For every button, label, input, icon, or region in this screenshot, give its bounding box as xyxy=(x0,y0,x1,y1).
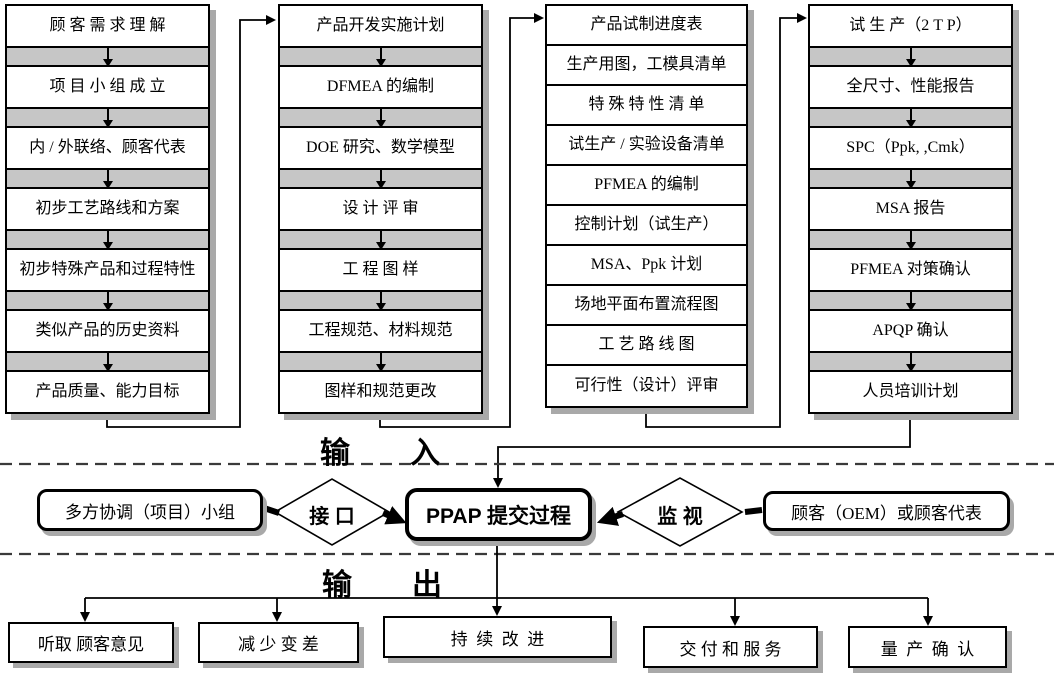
down-arrow-separator xyxy=(7,46,208,67)
process-box: 设 计 评 审 xyxy=(280,189,481,229)
down-arrow-separator xyxy=(280,107,481,128)
process-box: 顾 客 需 求 理 解 xyxy=(7,6,208,46)
monitor-diamond-label: 监 视 xyxy=(657,506,703,528)
process-box: 生产用图，工模具清单 xyxy=(547,46,746,86)
connector-col3-col4 xyxy=(645,13,807,428)
process-box: 可行性（设计）评审 xyxy=(547,366,746,406)
process-box: PFMEA 对策确认 xyxy=(810,250,1011,290)
connector-col2-col3 xyxy=(379,13,544,428)
down-arrow-separator xyxy=(280,229,481,250)
process-box: 试生产 / 实验设备清单 xyxy=(547,126,746,166)
down-arrow-separator xyxy=(810,229,1011,250)
down-arrow-separator xyxy=(280,351,481,372)
process-box: 类似产品的历史资料 xyxy=(7,311,208,351)
process-box: DOE 研究、数学模型 xyxy=(280,128,481,168)
down-arrow-separator xyxy=(810,351,1011,372)
process-box: 产品开发实施计划 xyxy=(280,6,481,46)
process-box: DFMEA 的编制 xyxy=(280,67,481,107)
down-arrow-separator xyxy=(7,351,208,372)
process-box: 试 生 产（2 T P） xyxy=(810,6,1011,46)
arrow-monitor-ppap xyxy=(596,506,624,526)
interface-diamond-label: 接 口 xyxy=(309,506,355,528)
team-box: 多方协调（项目）小组 xyxy=(37,489,263,531)
link-customer-monitor xyxy=(744,507,763,515)
process-box: APQP 确认 xyxy=(810,311,1011,351)
monitor-diamond-shape xyxy=(616,477,744,547)
output-box-continuous-improvement: 持 续 改 进 xyxy=(383,616,612,658)
process-box: 人员培训计划 xyxy=(810,372,1011,412)
process-box: SPC（Ppk, ,Cmk） xyxy=(810,128,1011,168)
output-box-delivery-service: 交 付 和 服 务 xyxy=(643,626,818,668)
process-box: 产品质量、能力目标 xyxy=(7,372,208,412)
output-box-listen-customer: 听取 顾客意见 xyxy=(8,622,174,663)
process-box: 初步特殊产品和过程特性 xyxy=(7,250,208,290)
column-validation: 试 生 产（2 T P） 全尺寸、性能报告 SPC（Ppk, ,Cmk） MSA 报告… xyxy=(808,4,1013,414)
process-box: 图样和规范更改 xyxy=(280,372,481,412)
link-team-interface xyxy=(260,504,280,516)
input-section-label: 输 入 xyxy=(320,437,440,470)
process-box: 初步工艺路线和方案 xyxy=(7,189,208,229)
connector-col1-col2 xyxy=(106,15,276,428)
down-arrow-separator xyxy=(810,290,1011,311)
process-box: 工 程 图 样 xyxy=(280,250,481,290)
process-box: 控制计划（试生产） xyxy=(547,206,746,246)
down-arrow-separator xyxy=(810,168,1011,189)
column-product-design: 产品开发实施计划 DFMEA 的编制 DOE 研究、数学模型设 计 评 审工 程 图… xyxy=(278,4,483,414)
ppap-process-box: PPAP 提交过程 xyxy=(405,488,592,541)
connector-col4-ppap xyxy=(493,412,911,488)
process-box: MSA、Ppk 计划 xyxy=(547,246,746,286)
down-arrow-separator xyxy=(280,290,481,311)
process-box: 项 目 小 组 成 立 xyxy=(7,67,208,107)
process-box: 工 艺 路 线 图 xyxy=(547,326,746,366)
down-arrow-separator xyxy=(7,168,208,189)
process-box: 场地平面布置流程图 xyxy=(547,286,746,326)
output-box-reduce-variation: 减 少 变 差 xyxy=(198,622,359,663)
down-arrow-separator xyxy=(810,46,1011,67)
process-box: PFMEA 的编制 xyxy=(547,166,746,206)
customer-box: 顾客（OEM）或顾客代表 xyxy=(763,491,1010,531)
down-arrow-separator xyxy=(280,46,481,67)
process-box: 特 殊 特 性 清 单 xyxy=(547,86,746,126)
process-box: 全尺寸、性能报告 xyxy=(810,67,1011,107)
arrow-interface-ppap xyxy=(381,506,407,525)
down-arrow-separator xyxy=(7,229,208,250)
output-section-label: 输 出 xyxy=(322,569,442,602)
column-process-design: 产品试制进度表生产用图，工模具清单特 殊 特 性 清 单试生产 / 实验设备清单… xyxy=(545,4,748,408)
down-arrow-separator xyxy=(7,290,208,311)
process-box: 内 / 外联络、顾客代表 xyxy=(7,128,208,168)
process-box: MSA 报告 xyxy=(810,189,1011,229)
down-arrow-separator xyxy=(810,107,1011,128)
output-box-mass-production-confirm: 量 产 确 认 xyxy=(848,626,1007,668)
down-arrow-separator xyxy=(7,107,208,128)
column-plan-and-define: 顾 客 需 求 理 解项 目 小 组 成 立内 / 外联络、顾客代表初步工艺路线… xyxy=(5,4,210,414)
process-box: 工程规范、材料规范 xyxy=(280,311,481,351)
down-arrow-separator xyxy=(280,168,481,189)
process-box: 产品试制进度表 xyxy=(547,6,746,46)
